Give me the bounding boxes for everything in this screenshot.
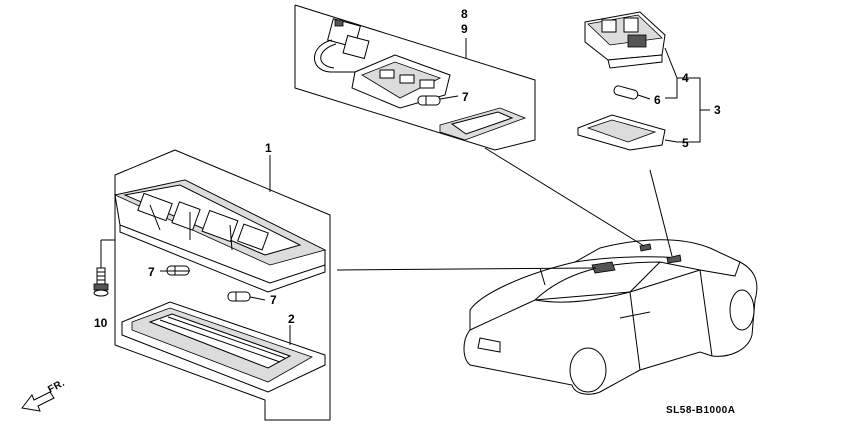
callout-6: 6 (654, 93, 661, 107)
leader-right (649, 169, 673, 257)
bulb-left-lower (227, 291, 251, 302)
callout-3: 3 (714, 103, 721, 117)
leader-upper (484, 147, 645, 247)
dome-light-base (113, 179, 327, 293)
car-dome-light-marker (591, 261, 616, 274)
callout-7-lower: 7 (270, 293, 277, 307)
callout-4: 4 (682, 71, 689, 85)
callout-7-upper: 7 (462, 90, 469, 104)
callout-10: 10 (94, 316, 108, 330)
mounting-screw (93, 239, 115, 297)
bulb-upper (417, 95, 441, 106)
map-light-unit (351, 54, 451, 109)
callout-8: 8 (461, 7, 468, 21)
cargo-light-lens (577, 114, 666, 151)
vehicle-outline (463, 239, 758, 395)
car-cargo-light-marker (666, 254, 682, 264)
diagram-code: SL58-B1000A (666, 405, 735, 416)
callout-9: 9 (461, 22, 468, 36)
harness-connector (314, 18, 370, 73)
bracket-4 (664, 47, 678, 99)
callout-5: 5 (682, 136, 689, 150)
direction-label: FR. (46, 378, 67, 396)
leader-main (336, 267, 597, 271)
callout-7-left: 7 (148, 265, 155, 279)
callout-2: 2 (288, 312, 295, 326)
forward-arrow-icon (21, 391, 55, 412)
dome-light-lens (121, 301, 326, 393)
map-light-lens (439, 107, 527, 141)
bulb-right (613, 85, 639, 100)
assembly-box-main (114, 149, 331, 421)
cargo-light-housing (584, 11, 666, 69)
assembly-box-upper (294, 4, 536, 151)
callout-1: 1 (265, 141, 272, 155)
bracket-3 (677, 77, 701, 143)
